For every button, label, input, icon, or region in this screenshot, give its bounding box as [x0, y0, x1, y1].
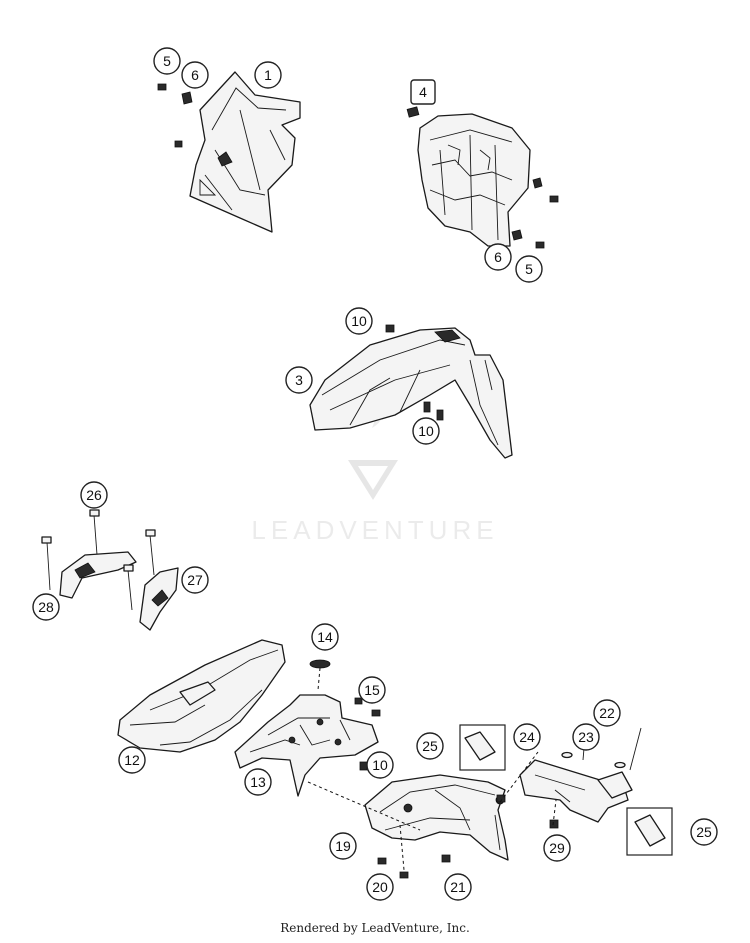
svg-text:12: 12 [124, 752, 140, 768]
callout-3: 3 [285, 366, 313, 394]
svg-text:10: 10 [351, 313, 367, 329]
svg-text:3: 3 [295, 372, 303, 388]
svg-text:15: 15 [364, 682, 380, 698]
callout-26: 26 [80, 481, 108, 509]
callout-25-right: 25 [690, 818, 718, 846]
watermark-text: LEADVENTURE [251, 515, 498, 545]
callout-10-fender-bottom: 10 [412, 417, 440, 445]
reflector-boxes [459, 724, 673, 856]
svg-text:13: 13 [250, 774, 266, 790]
svg-text:25: 25 [696, 824, 712, 840]
callout-4: 4 [410, 79, 436, 105]
fasteners [157, 83, 642, 879]
callout-19: 19 [329, 832, 357, 860]
callout-25-left: 25 [416, 732, 444, 760]
rear-fender [364, 774, 509, 861]
svg-text:23: 23 [578, 729, 594, 745]
license-plate-holder [519, 759, 633, 823]
svg-text:28: 28 [38, 599, 54, 615]
svg-text:19: 19 [335, 838, 351, 854]
footer-credit: Rendered by LeadVenture, Inc. [280, 921, 470, 935]
callout-12: 12 [118, 746, 146, 774]
callout-15: 15 [358, 676, 386, 704]
svg-text:27: 27 [187, 572, 203, 588]
callout-29: 29 [543, 834, 571, 862]
headlight-mask [189, 71, 301, 233]
callout-13: 13 [244, 768, 272, 796]
svg-text:1: 1 [264, 67, 272, 83]
fork-protector-set [41, 509, 179, 631]
svg-text:21: 21 [450, 879, 466, 895]
callout-5-top-left: 5 [153, 47, 181, 75]
grommet [309, 659, 331, 691]
watermark-logo: LEADVENTURE [251, 394, 498, 545]
svg-text:22: 22 [599, 705, 615, 721]
callout-10-fender-top: 10 [345, 307, 373, 335]
svg-text:6: 6 [494, 249, 502, 265]
rear-side-panel [234, 694, 379, 797]
callout-1: 1 [254, 61, 282, 89]
svg-text:6: 6 [191, 67, 199, 83]
svg-text:4: 4 [419, 84, 427, 100]
callout-21: 21 [444, 873, 472, 901]
svg-text:5: 5 [525, 261, 533, 277]
callout-6-right: 6 [484, 243, 512, 271]
svg-text:14: 14 [317, 629, 333, 645]
svg-text:20: 20 [372, 879, 388, 895]
svg-text:29: 29 [549, 840, 565, 856]
svg-text:10: 10 [418, 423, 434, 439]
callout-5-right: 5 [515, 255, 543, 283]
headlight-bracket [406, 106, 531, 247]
callout-6-top-left: 6 [181, 61, 209, 89]
svg-text:24: 24 [519, 729, 535, 745]
callout-10-subframe: 10 [366, 751, 394, 779]
front-fender [309, 327, 513, 459]
svg-text:5: 5 [163, 53, 171, 69]
callout-28: 28 [32, 593, 60, 621]
callout-14: 14 [311, 623, 339, 651]
callout-20: 20 [366, 873, 394, 901]
callout-22: 22 [593, 699, 621, 727]
svg-text:26: 26 [86, 487, 102, 503]
leader-lines [307, 751, 557, 871]
callout-23: 23 [572, 723, 600, 751]
callout-27: 27 [181, 566, 209, 594]
seat [117, 639, 286, 753]
svg-text:10: 10 [372, 757, 388, 773]
svg-text:25: 25 [422, 738, 438, 754]
callout-24: 24 [513, 723, 541, 751]
